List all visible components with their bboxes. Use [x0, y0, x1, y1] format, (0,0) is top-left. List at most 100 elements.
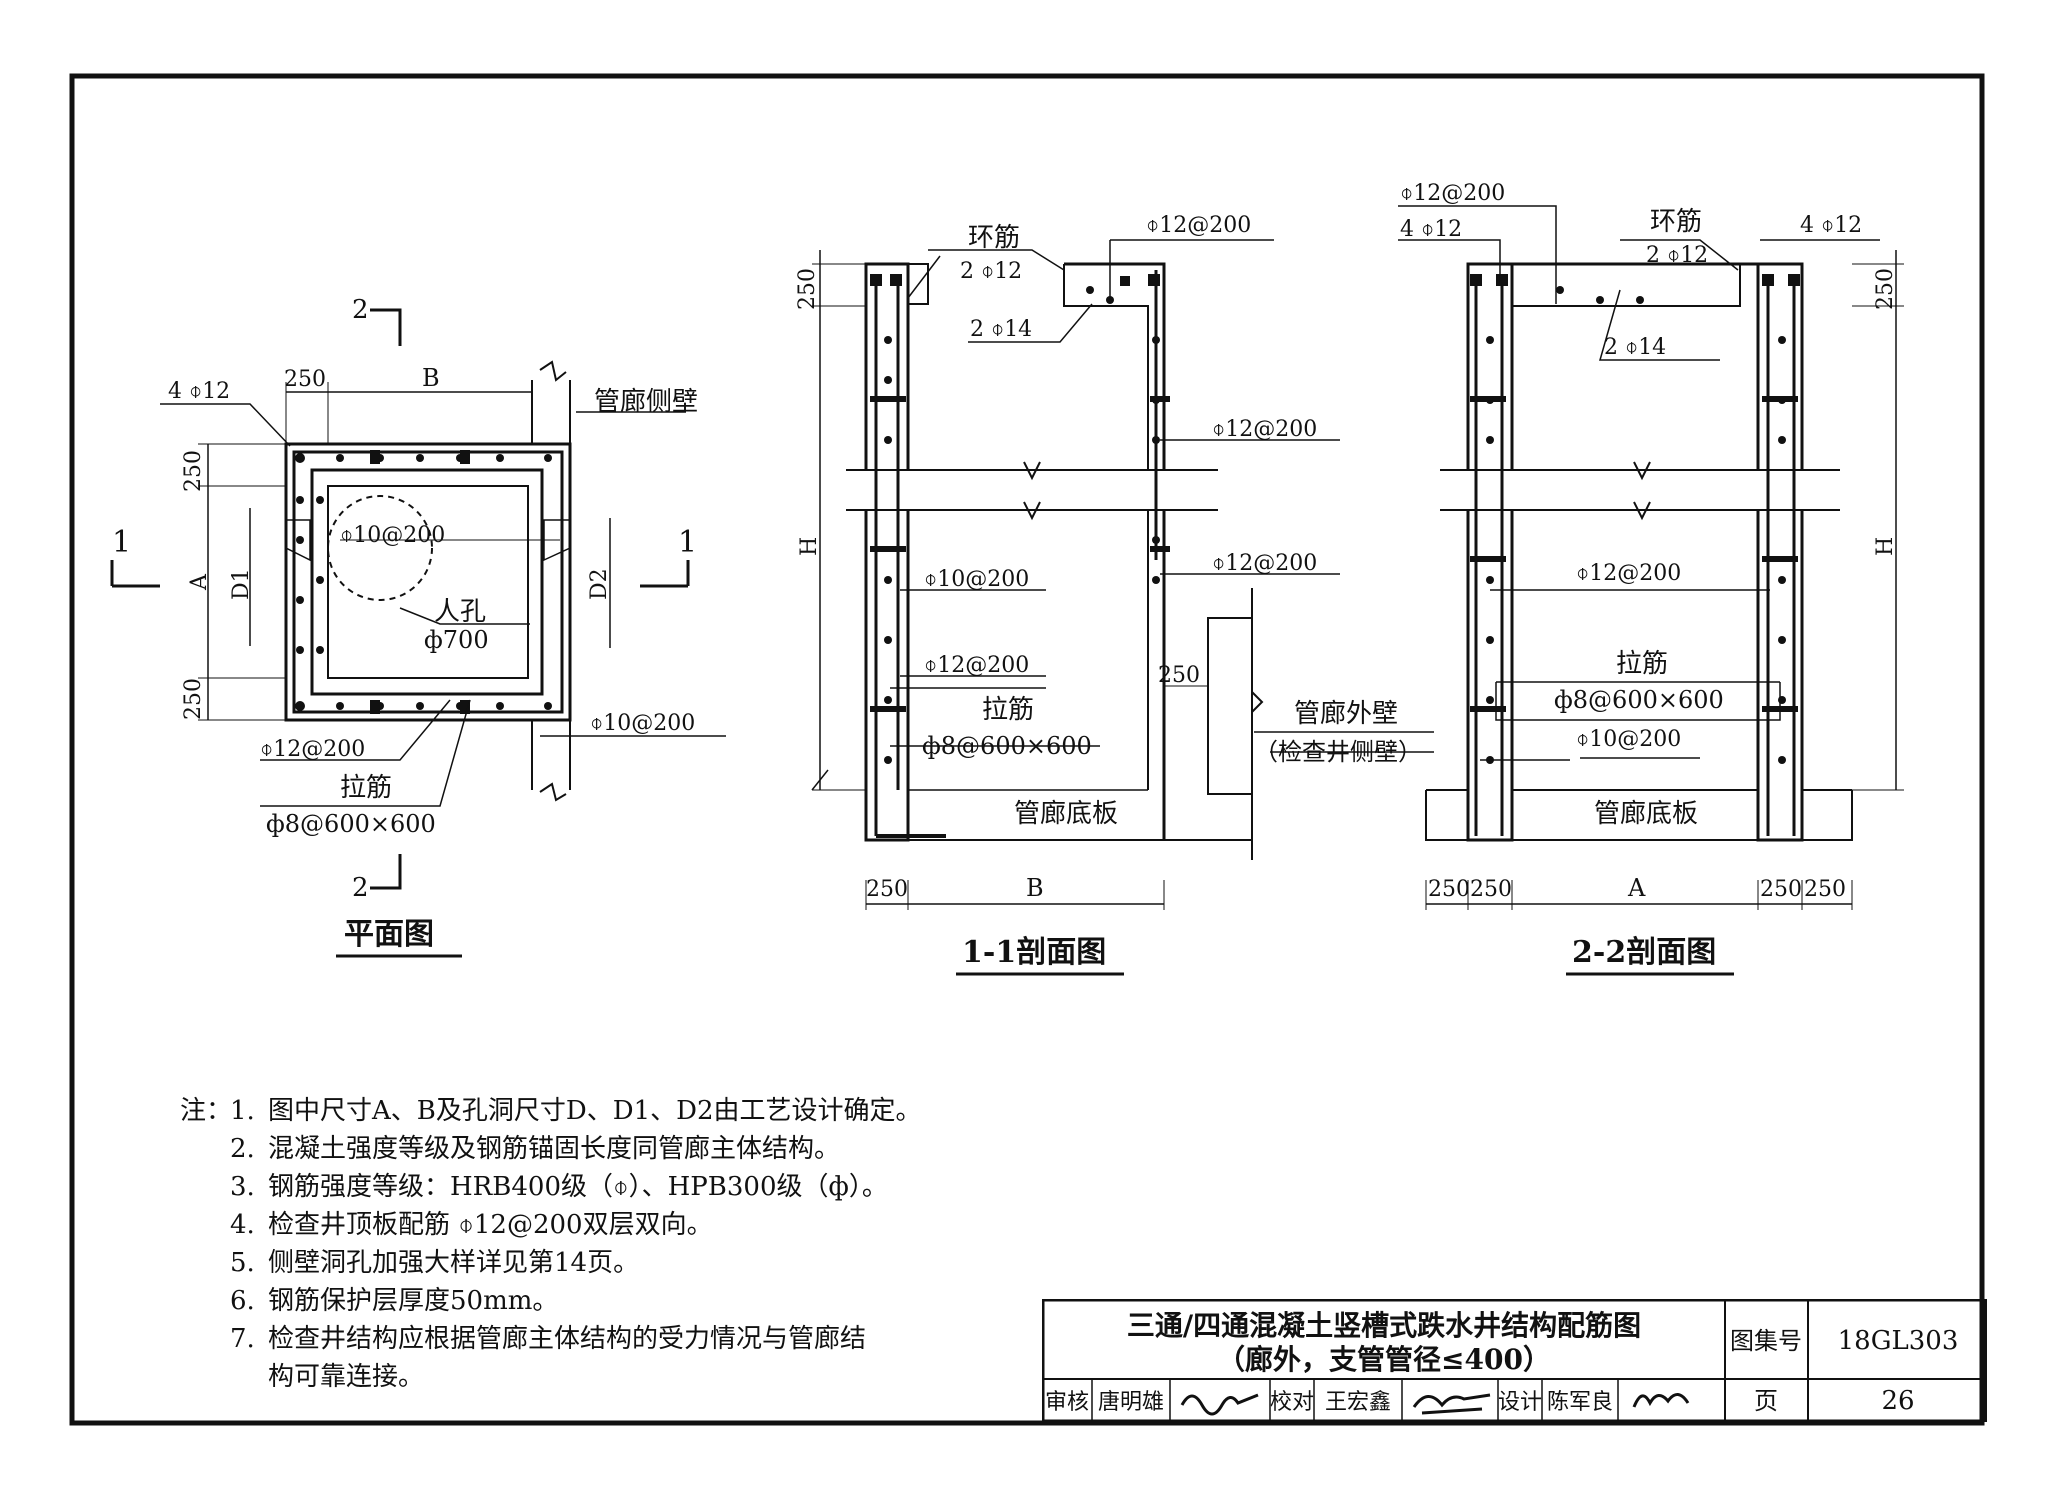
sec11-bar-12-200-top: ⌽12@200	[1146, 213, 1251, 238]
sec11-bar-2-14: 2 ⌽14	[970, 317, 1032, 342]
note-row: 2. 混凝土强度等级及钢筋锚固长度同管廊主体结构。	[180, 1130, 922, 1168]
plan-tie-spec: ф8@600×600	[266, 810, 436, 838]
sec11-dim-B: B	[1026, 874, 1044, 902]
sec22-bar-4-12-right: 4 ⌽12	[1800, 213, 1862, 238]
plan-section-mark-2-bottom: 2	[352, 873, 369, 903]
drawing-title: 三通/四通混凝土竖槽式跌水井结构配筋图	[1127, 1309, 1641, 1342]
sec11-ring-bar: 环筋	[968, 223, 1020, 253]
atlas-number: 18GL303	[1838, 1326, 1959, 1356]
sec11-dim-H: H	[797, 537, 822, 556]
sec11-dim-250-bottom: 250	[866, 877, 908, 902]
plan-dim-250-left-bottom: 250	[181, 678, 206, 720]
note-text: 构可靠连接。	[268, 1362, 425, 1392]
plan-section-mark-2-top: 2	[352, 295, 369, 325]
notes-block: 注： 1. 图中尺寸A、B及孔洞尺寸D、D1、D2由工艺设计确定。 2. 混凝土…	[180, 1092, 922, 1396]
note-number: 1.	[230, 1096, 255, 1126]
sec11-outer-wall-sub: （检查井侧壁）	[1254, 738, 1422, 766]
atlas-label: 图集号	[1730, 1327, 1802, 1355]
plan-manhole-dia: ф700	[424, 626, 489, 654]
manhole-circle	[327, 495, 433, 601]
plan-rebar-inner	[310, 468, 544, 696]
sec11-dim-250-right: 250	[1158, 663, 1200, 688]
note-text: 钢筋保护层厚度50mm。	[268, 1286, 559, 1316]
note-row: 6. 钢筋保护层厚度50mm。	[180, 1282, 922, 1320]
sec22-base-slab: 管廊底板	[1594, 799, 1698, 829]
checker-name: 王宏鑫	[1325, 1390, 1391, 1415]
page-label: 页	[1754, 1387, 1778, 1415]
sec11-outer-wall: 管廊外壁	[1294, 699, 1398, 729]
sec22-dim-250-1: 250	[1428, 877, 1470, 902]
sec22-dim-250-3: 250	[1760, 877, 1802, 902]
sec11-ring-2-12: 2 ⌽12	[960, 259, 1022, 284]
sec22-ring-2-12: 2 ⌽12	[1646, 243, 1708, 268]
note-text: 检查井结构应根据管廊主体结构的受力情况与管廊结	[268, 1324, 867, 1354]
note-number: 3.	[230, 1172, 255, 1202]
notes-lead: 注：	[180, 1096, 233, 1126]
review-label: 审核	[1045, 1390, 1089, 1415]
sec22-bar-2-14: 2 ⌽14	[1604, 335, 1666, 360]
note-number: 4.	[230, 1210, 255, 1240]
sec11-bar-10-200: ⌽10@200	[924, 567, 1029, 592]
plan-title: 平面图	[344, 917, 434, 952]
plan-rebar-4-12-label: 4 ⌽12	[168, 379, 230, 404]
check-label: 校对	[1270, 1390, 1314, 1415]
plan-rebar-10-200-inner: ⌽10@200	[340, 523, 445, 548]
plan-dim-D2: D2	[587, 568, 612, 600]
plan-section-mark-1-right: 1	[678, 525, 697, 560]
reviewer-name: 唐明雄	[1098, 1390, 1164, 1415]
plan-gallery-side-wall: 管廊侧壁	[594, 387, 698, 417]
note-text: 图中尺寸A、B及孔洞尺寸D、D1、D2由工艺设计确定。	[268, 1096, 922, 1126]
note-number: 7.	[230, 1324, 255, 1354]
note-row: 4. 检查井顶板配筋 ⌽12@200双层双向。	[180, 1206, 922, 1244]
plan-section-mark-1-left: 1	[112, 525, 131, 560]
sec22-dim-A: A	[1627, 874, 1646, 902]
note-row: 7. 检查井结构应根据管廊主体结构的受力情况与管廊结	[180, 1320, 922, 1358]
note-row: 3. 钢筋强度等级：HRB400级（⌽）、HPB300级（ф）。	[180, 1168, 922, 1206]
sec11-base-slab: 管廊底板	[1014, 799, 1118, 829]
plan-rebar-12-200: ⌽12@200	[260, 737, 365, 762]
sec22-bar-12-200-mid: ⌽12@200	[1576, 561, 1681, 586]
sec11-dim-250-vert: 250	[795, 268, 820, 310]
page-number: 26	[1881, 1386, 1914, 1416]
sheet-border	[69, 73, 1985, 1426]
sec22-bar-12-200-top: ⌽12@200	[1400, 181, 1505, 206]
plan-dim-250-left-top: 250	[181, 450, 206, 492]
designer-name: 陈军良	[1547, 1390, 1613, 1415]
plan-dim-A: A	[187, 573, 212, 591]
sec22-bar-10-200: ⌽10@200	[1576, 727, 1681, 752]
note-row: 5. 侧壁洞孔加强大样详见第14页。	[180, 1244, 922, 1282]
section-1-1	[811, 239, 1434, 910]
plan-inner-wall	[327, 485, 529, 679]
sec11-title: 1-1剖面图	[962, 935, 1106, 970]
note-text: 混凝土强度等级及钢筋锚固长度同管廊主体结构。	[268, 1134, 841, 1164]
note-text: 侧壁洞孔加强大样详见第14页。	[268, 1248, 640, 1278]
note-row: 注： 1. 图中尺寸A、B及孔洞尺寸D、D1、D2由工艺设计确定。	[180, 1092, 922, 1130]
note-number: 2.	[230, 1134, 255, 1164]
plan-manhole-label: 人孔	[434, 597, 486, 627]
note-number: 5.	[230, 1248, 255, 1278]
plan-rebar-outer	[292, 450, 564, 714]
checker-signature	[1412, 1393, 1491, 1415]
sec22-dim-H: H	[1873, 537, 1898, 556]
sec22-title: 2-2剖面图	[1572, 935, 1716, 970]
sec22-dim-250-vert: 250	[1873, 268, 1898, 310]
reviewer-signature	[1180, 1393, 1259, 1416]
sec11-bar-12-200-right-upper: ⌽12@200	[1212, 417, 1317, 442]
design-label: 设计	[1498, 1390, 1542, 1415]
drawing-subtitle: （廊外，支管管径≤400）	[1217, 1343, 1551, 1376]
sec22-tie-spec: ф8@600×600	[1554, 686, 1724, 714]
plan-dim-250-top: 250	[284, 367, 326, 392]
note-row: 构可靠连接。	[180, 1358, 922, 1396]
sec22-ring-bar: 环筋	[1650, 207, 1702, 237]
note-text: 检查井顶板配筋 ⌽12@200双层双向。	[268, 1210, 713, 1240]
sec22-tie-bar: 拉筋	[1616, 649, 1668, 679]
title-block: 三通/四通混凝土竖槽式跌水井结构配筋图 （廊外，支管管径≤400） 图集号 18…	[1042, 1299, 1987, 1422]
note-number: 6.	[230, 1286, 255, 1316]
designer-signature	[1632, 1393, 1690, 1408]
section-2-2	[1398, 205, 1904, 910]
plan-tie-bar-label: 拉筋	[340, 773, 392, 803]
sec11-bar-12-200-right-lower: ⌽12@200	[1212, 551, 1317, 576]
note-number	[230, 1358, 268, 1396]
plan-dim-B: B	[422, 364, 440, 392]
